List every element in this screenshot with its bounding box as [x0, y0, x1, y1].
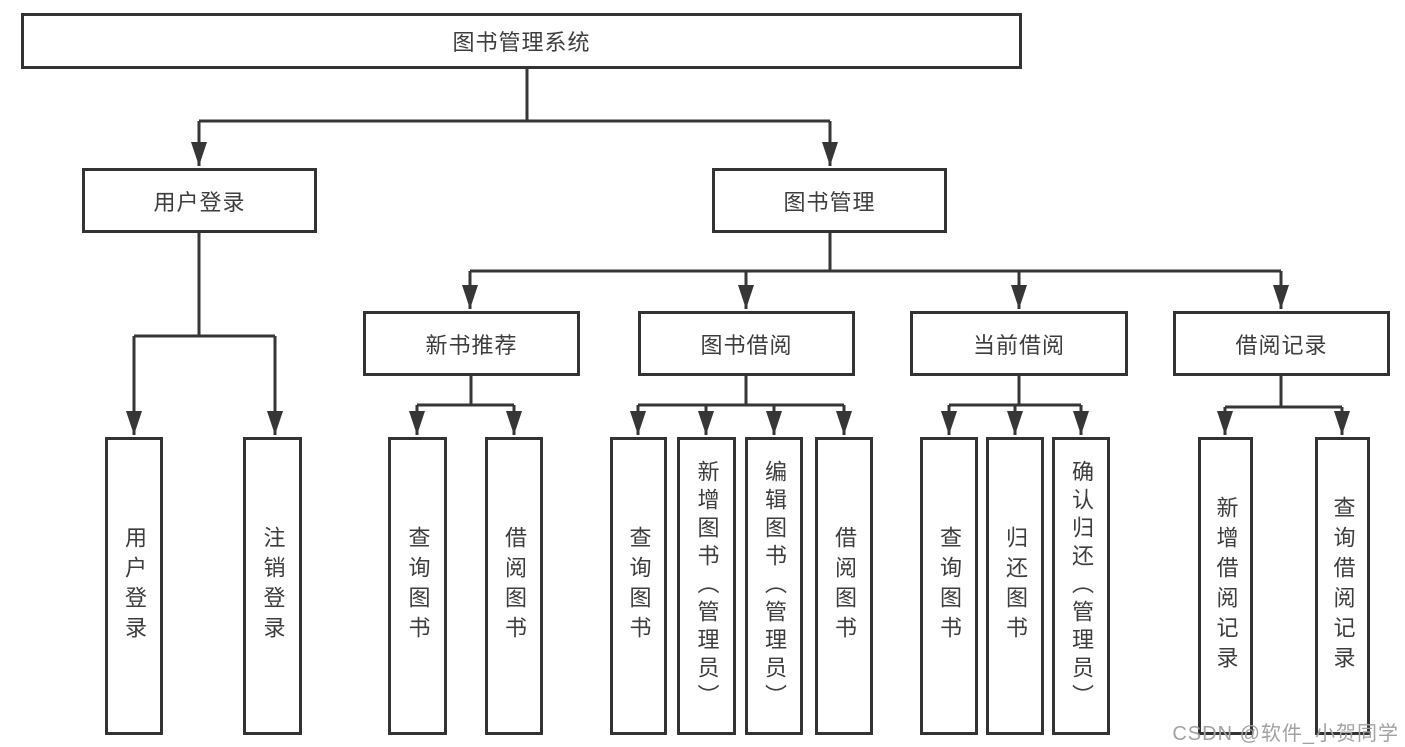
leaf-bb-add-book-admin: 新增图书（管理员） [677, 437, 736, 735]
leaf-nb-borrow-book: 借阅图书 [485, 437, 543, 735]
node-new-book-recommend: 新书推荐 [363, 311, 580, 376]
node-book-borrow: 图书借阅 [638, 311, 855, 376]
leaf-cb-return-book: 归还图书 [986, 437, 1044, 735]
node-borrow-records: 借阅记录 [1173, 311, 1390, 376]
leaf-br-add-borrow-record: 新增借阅记录 [1198, 437, 1253, 735]
leaf-bb-borrow-book: 借阅图书 [815, 437, 873, 735]
node-current-borrow: 当前借阅 [910, 311, 1128, 376]
node-book-management: 图书管理 [712, 168, 947, 233]
leaf-cb-query-book: 查询图书 [920, 437, 978, 735]
leaf-user-login: 用户登录 [105, 437, 163, 735]
leaf-nb-query-book: 查询图书 [388, 437, 447, 735]
leaf-logout-login: 注销登录 [243, 437, 302, 735]
leaf-cb-confirm-return-admin: 确认归还（管理员） [1052, 437, 1110, 735]
leaf-bb-edit-book-admin: 编辑图书（管理员） [745, 437, 803, 735]
leaf-br-query-borrow-record: 查询借阅记录 [1315, 437, 1370, 735]
node-library-management-system: 图书管理系统 [21, 13, 1022, 69]
leaf-bb-query-book: 查询图书 [610, 437, 667, 735]
csdn-watermark: CSDN @软件_小贺同学 [1172, 723, 1399, 745]
node-user-login: 用户登录 [82, 168, 317, 233]
